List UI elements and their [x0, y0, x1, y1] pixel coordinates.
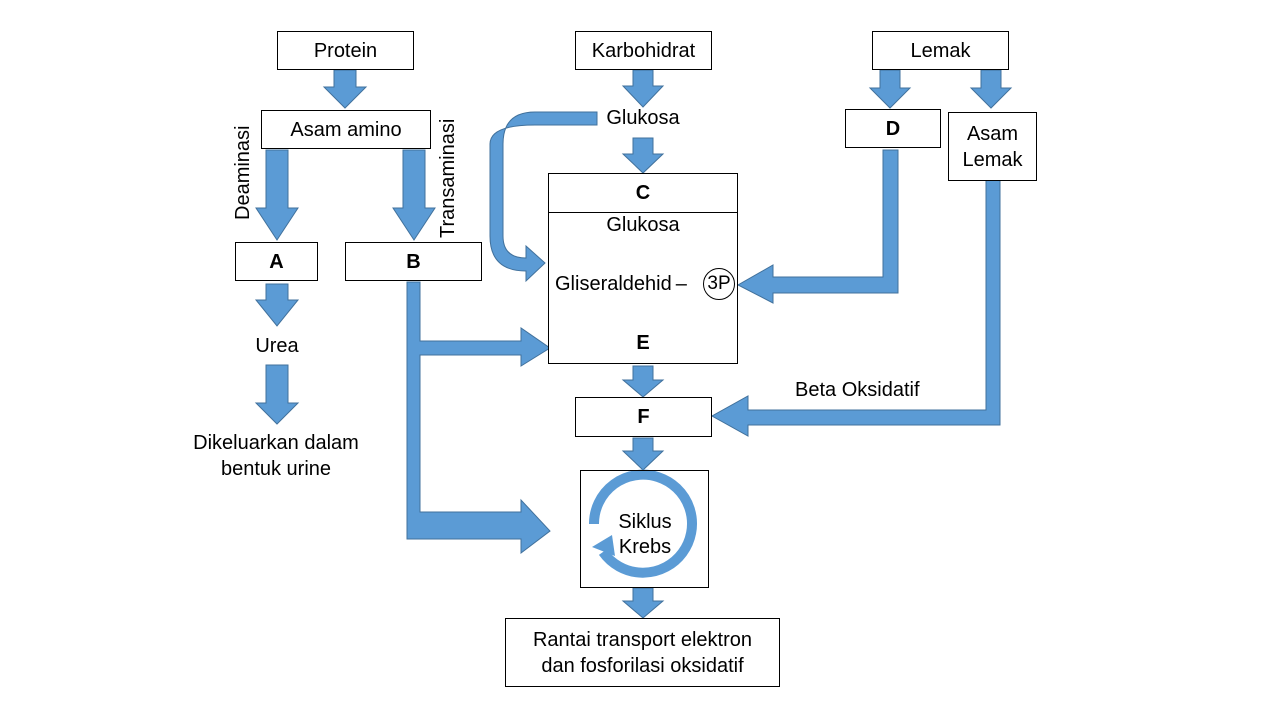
lemak-label: Lemak: [910, 39, 971, 62]
phosphate-label: 3P: [707, 273, 731, 294]
arrow-b-to-e: [406, 281, 551, 555]
arrow-a-to-urea: [254, 283, 300, 327]
phosphate-circle: 3P: [703, 268, 735, 300]
box-f-label: F: [637, 406, 650, 428]
arrow-protein-to-asam-amino: [322, 69, 368, 109]
arrow-d-to-3p: [736, 149, 899, 304]
beta-oksidatif-label: Beta Oksidatif: [795, 379, 920, 401]
box-d: D: [845, 109, 941, 148]
transaminasi-label: Transaminasi: [437, 118, 459, 238]
glukosa-inner-label: Glukosa: [606, 214, 680, 236]
asam-lemak-line2: Lemak: [962, 148, 1023, 171]
box-b: B: [345, 242, 482, 281]
box-f: F: [575, 397, 712, 437]
asam-amino-box: Asam amino: [261, 110, 431, 149]
arrow-krebs-to-final: [621, 587, 665, 619]
urine-output-label: Dikeluarkan dalam bentuk urine: [176, 430, 376, 482]
arrow-lemak-to-d: [868, 69, 912, 109]
dash-text: –: [675, 273, 687, 295]
urine-output-line2: bentuk urine: [220, 458, 332, 480]
asam-amino-label: Asam amino: [290, 118, 402, 141]
arrow-lemak-to-asam-lemak: [969, 69, 1013, 109]
box-a: A: [235, 242, 318, 281]
glukosa-top-label: Glukosa: [606, 107, 680, 129]
arrow-deaminasi: [255, 149, 299, 241]
karbohidrat-label: Karbohidrat: [591, 39, 696, 62]
lemak-box: Lemak: [872, 31, 1009, 70]
arrow-e-to-f: [621, 365, 665, 398]
e-label: E: [636, 332, 650, 354]
krebs-box: [580, 470, 709, 588]
box-b-label: B: [406, 250, 421, 273]
krebs-label: Siklus Krebs: [605, 510, 685, 560]
karbohidrat-box: Karbohidrat: [575, 31, 712, 70]
asam-lemak-line1: Asam: [966, 122, 1019, 145]
arrow-transaminasi: [392, 149, 436, 241]
box-c-label: C: [635, 182, 651, 204]
protein-label: Protein: [313, 39, 378, 62]
arrow-karbo-to-glukosa: [621, 69, 665, 108]
asam-lemak-box: Asam Lemak: [948, 112, 1037, 181]
box-c: C: [548, 173, 738, 213]
arrow-urea-to-urine: [254, 364, 300, 425]
final-line1: Rantai transport elektron: [532, 628, 752, 651]
urine-output-line1: Dikeluarkan dalam: [193, 432, 359, 454]
gliseraldehid-label: Gliseraldehid–: [555, 271, 687, 297]
protein-box: Protein: [277, 31, 414, 70]
krebs-line1: Siklus: [618, 511, 672, 533]
arrow-glukosa-to-c: [621, 137, 665, 174]
deaminasi-label: Deaminasi: [232, 125, 254, 220]
urea-label: Urea: [255, 335, 299, 357]
arrow-f-to-krebs: [621, 437, 665, 471]
krebs-cycle-icon: [588, 469, 697, 578]
final-box: Rantai transport elektron dan fosforilas…: [505, 618, 780, 687]
box-d-label: D: [885, 117, 901, 140]
krebs-line2: Krebs: [618, 536, 672, 558]
box-a-label: A: [269, 250, 284, 273]
gliseraldehid-text: Gliseraldehid: [555, 273, 672, 295]
final-line2: dan fosforilasi oksidatif: [541, 654, 744, 677]
arrow-glukosa-bypass: [489, 111, 598, 283]
arrow-beta-oksidatif: [710, 179, 1001, 437]
